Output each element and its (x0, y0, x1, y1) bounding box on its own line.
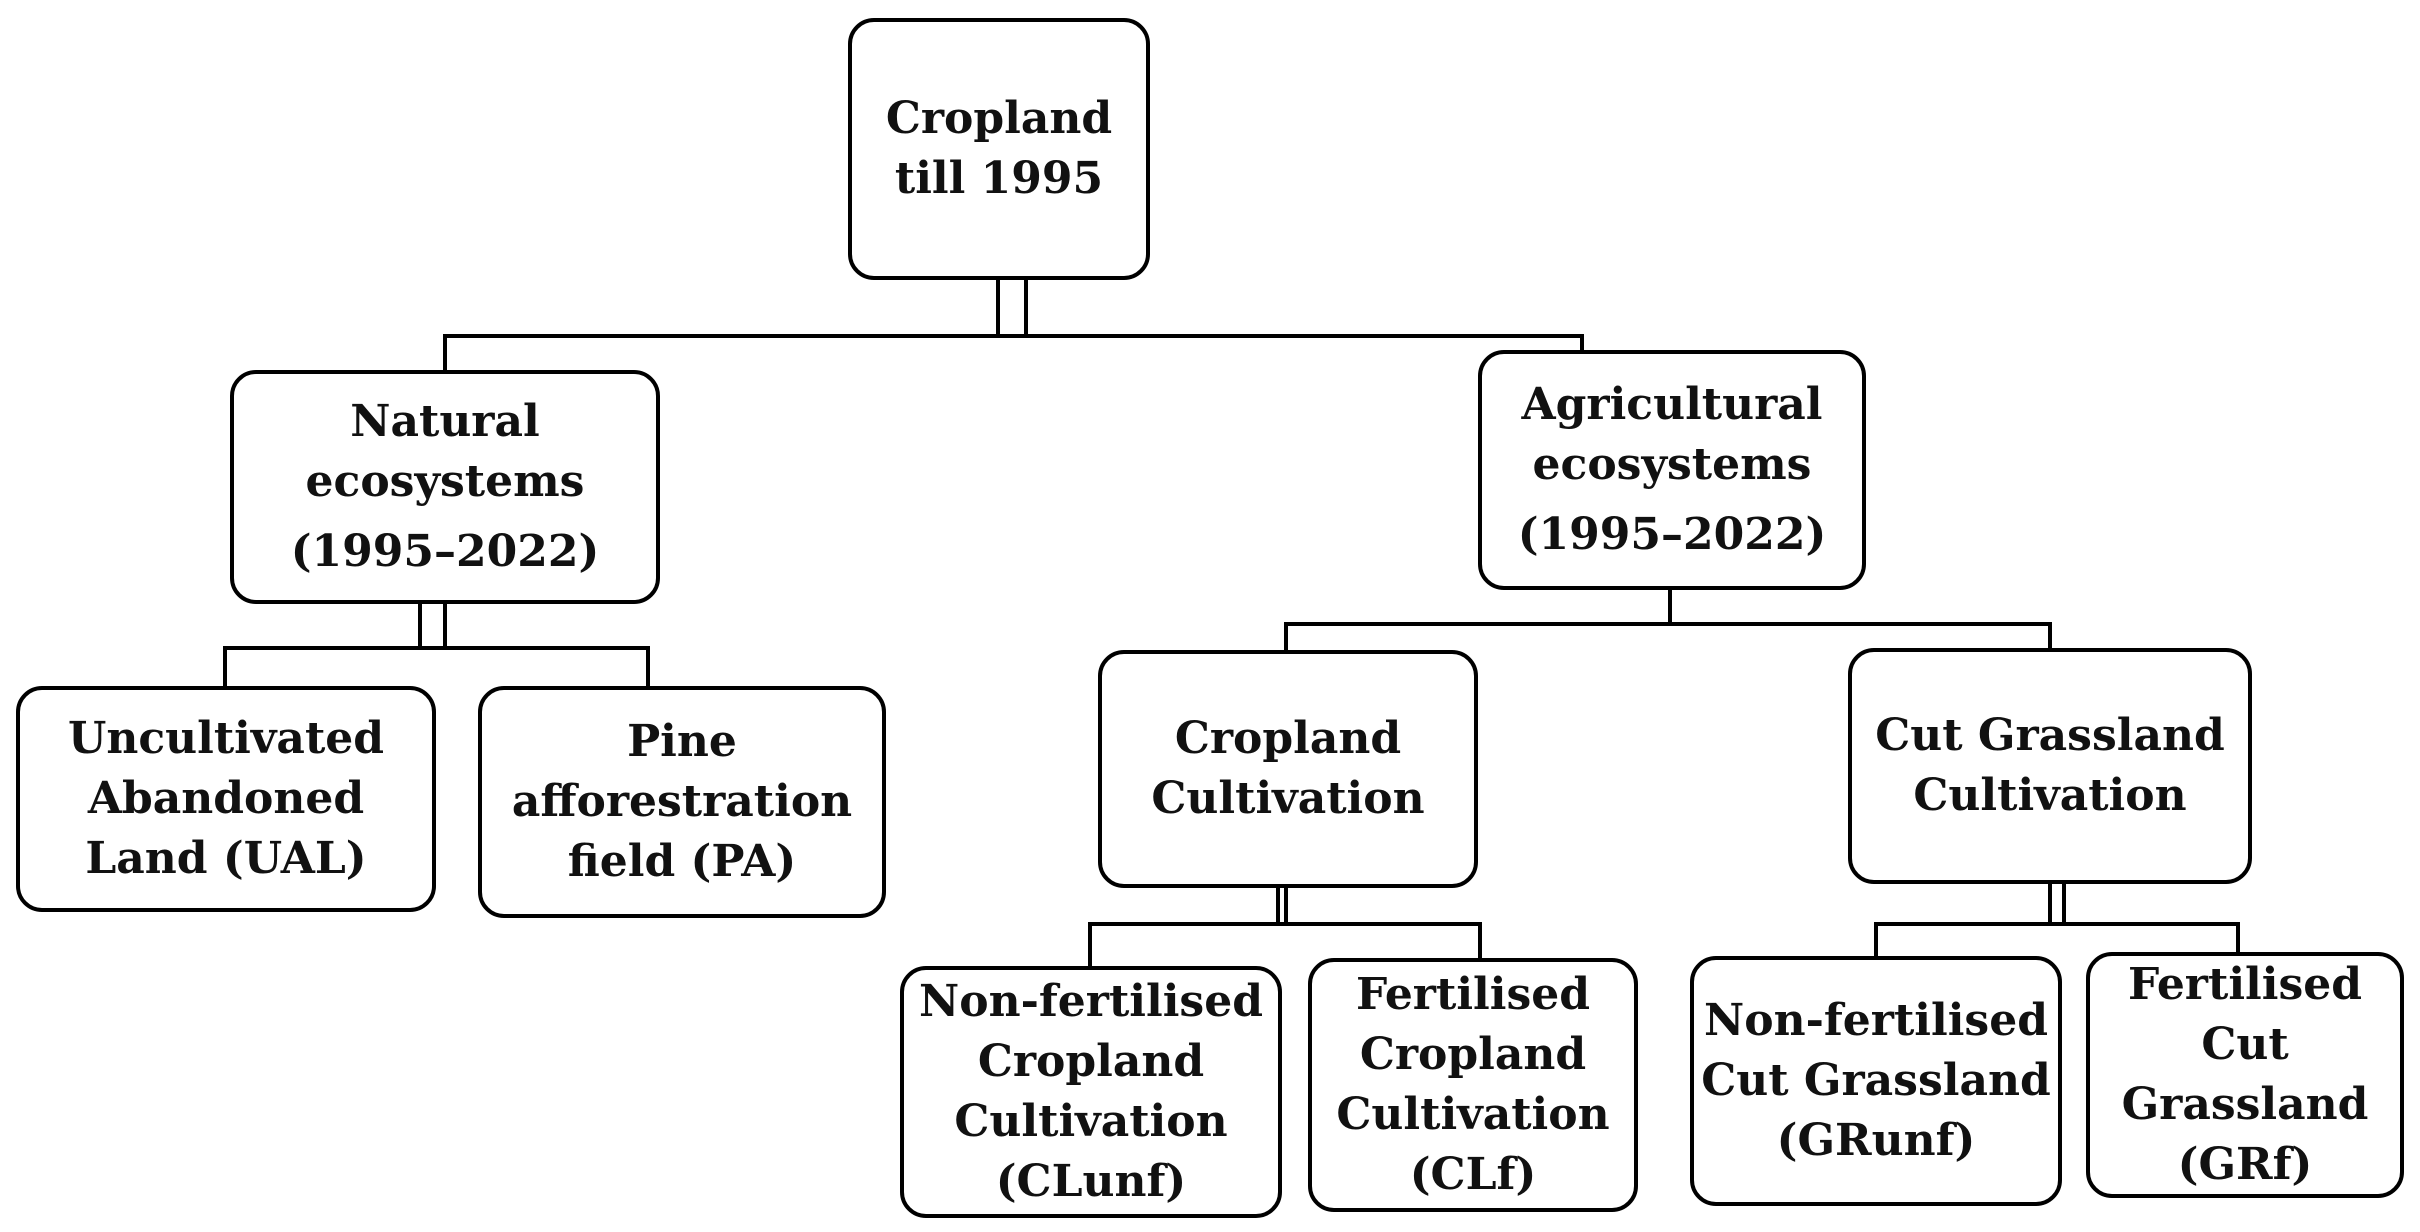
node-label: Fertilised (2127, 959, 2362, 1010)
node-agricultural-ecosystems: Agricultural ecosystems (1995–2022) (1478, 350, 1866, 590)
node-label: (CLunf) (995, 1156, 1187, 1207)
node-non-fertilised-cropland: Non-fertilised Cropland Cultivation (CLu… (900, 966, 1282, 1218)
node-label: Cropland (1359, 1029, 1587, 1080)
node-label: Pine (627, 716, 737, 767)
node-natural-ecosystems: Natural ecosystems (1995–2022) (230, 370, 660, 604)
node-cut-grassland-cultivation: Cut Grassland Cultivation (1848, 648, 2252, 884)
node-label: Cut Grassland (1875, 710, 2225, 761)
node-label: (1995–2022) (1517, 509, 1827, 560)
node-label: ecosystems (305, 456, 585, 507)
node-fertilised-cut-grassland: Fertilised Cut Grassland (GRf) (2086, 952, 2404, 1198)
node-cropland-till-1995: Cropland till 1995 (848, 18, 1150, 280)
node-label: (1995–2022) (290, 526, 600, 577)
node-label: Cultivation (1336, 1089, 1610, 1140)
node-label: field (PA) (567, 836, 797, 887)
node-label: Land (UAL) (85, 833, 367, 884)
node-label: afforestration (511, 776, 853, 827)
node-label: Cropland (885, 93, 1113, 144)
node-fertilised-cropland: Fertilised Cropland Cultivation (CLf) (1308, 958, 1638, 1212)
node-label: Agricultural (1521, 379, 1823, 430)
node-label: Uncultivated (67, 713, 385, 764)
node-label: (GRunf) (1776, 1115, 1976, 1166)
node-uncultivated-abandoned-land: Uncultivated Abandoned Land (UAL) (16, 686, 436, 912)
node-label: Cropland (977, 1036, 1205, 1087)
node-cropland-cultivation: Cropland Cultivation (1098, 650, 1478, 888)
node-label: (CLf) (1409, 1149, 1537, 1200)
node-label: Cut (2201, 1019, 2289, 1070)
node-label: Cut Grassland (1701, 1055, 2051, 1106)
node-label: (GRf) (2177, 1139, 2313, 1190)
node-label: Cultivation (1151, 773, 1425, 824)
node-label: Non-fertilised (919, 976, 1263, 1027)
node-label: Cultivation (1913, 770, 2187, 821)
node-label: Natural (350, 396, 540, 447)
node-label: Cropland (1174, 713, 1402, 764)
node-label: till 1995 (894, 153, 1104, 204)
node-label: Cultivation (954, 1096, 1228, 1147)
node-non-fertilised-cut-grassland: Non-fertilised Cut Grassland (GRunf) (1690, 956, 2062, 1206)
node-label: Grassland (2121, 1079, 2369, 1130)
node-label: ecosystems (1532, 439, 1812, 490)
node-label: Fertilised (1355, 969, 1590, 1020)
node-label: Non-fertilised (1704, 995, 2048, 1046)
node-pine-afforestration-field: Pine afforestration field (PA) (478, 686, 886, 918)
node-label: Abandoned (87, 773, 365, 824)
